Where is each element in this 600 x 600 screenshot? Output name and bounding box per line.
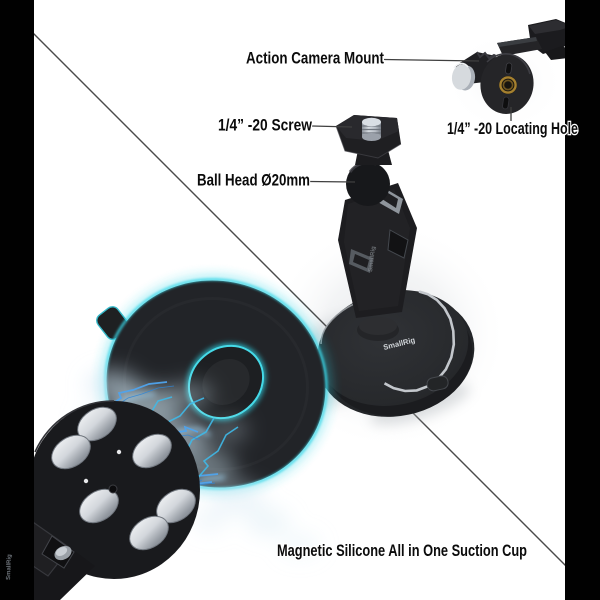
svg-text:1/4” -20 Locating Hole: 1/4” -20 Locating Hole <box>447 120 578 138</box>
svg-text:Ball Head Ø20mm: Ball Head Ø20mm <box>197 172 310 190</box>
svg-text:Action Camera Mount: Action Camera Mount <box>246 50 384 68</box>
svg-text:1/4” -20 Screw: 1/4” -20 Screw <box>218 117 312 135</box>
svg-text:Magnetic Silicone All in One S: Magnetic Silicone All in One Suction Cup <box>277 542 527 560</box>
svg-text:SmallRig: SmallRig <box>368 246 377 273</box>
svg-text:SmallRig: SmallRig <box>6 554 13 580</box>
